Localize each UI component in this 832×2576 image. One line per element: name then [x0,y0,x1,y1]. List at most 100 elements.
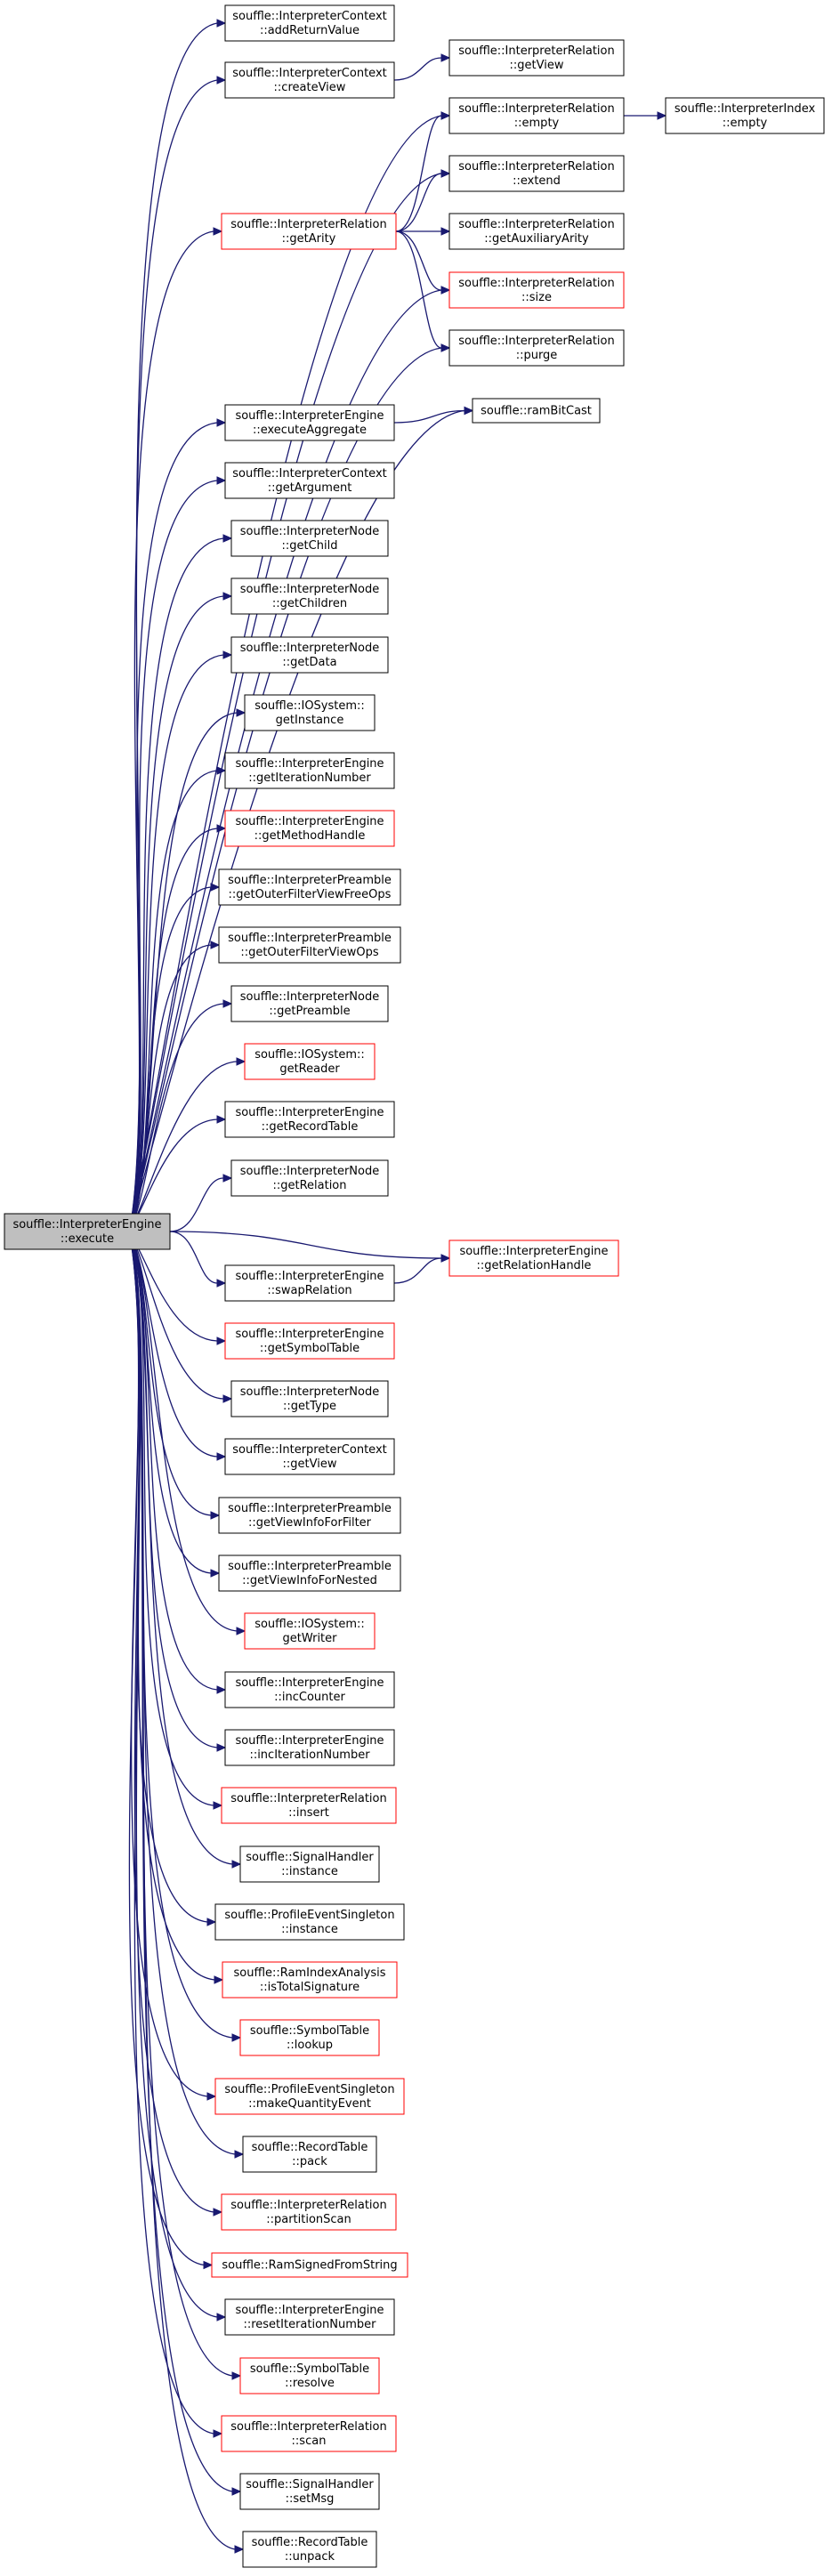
node-eng-get-relation-handle[interactable]: souffle::InterpreterEngine::getRelationH… [448,1240,619,1277]
node-ctx-add-return-value[interactable]: souffle::InterpreterContext::addReturnVa… [224,4,395,42]
node-rel-purge[interactable]: souffle::InterpreterRelation::purge [448,329,625,367]
edge-arrowhead [203,2260,214,2270]
node-ram-bit-cast[interactable]: souffle::ramBitCast [472,398,601,424]
node-prof-instance[interactable]: souffle::ProfileEventSingleton::instance [214,1903,405,1941]
node-label-line: ::lookup [287,2039,333,2052]
node-ctx-get-argument[interactable]: souffle::InterpreterContext::getArgument [224,462,395,499]
node-eng-execute-aggregate[interactable]: souffle::InterpreterEngine::executeAggre… [224,404,395,441]
node-label-line: ::instance [281,1923,338,1936]
edge-arrowhead [216,1336,227,1345]
node-box [230,1380,389,1417]
node-label-line: souffle::InterpreterNode [240,583,379,596]
node-label-line: souffle::InterpreterEngine [235,409,384,423]
node-label-line: souffle::InterpreterContext [232,67,386,80]
node-label-line: ::makeQuantityEvent [248,2097,371,2111]
edge-arrowhead [216,76,227,85]
node-prof-make-quantity-event[interactable]: souffle::ProfileEventSingleton::makeQuan… [214,2078,405,2115]
node-label-line: souffle::SymbolTable [250,2362,369,2376]
node-sig-set-msg[interactable]: souffle::SignalHandler::setMsg [239,2473,380,2510]
node-box [242,2136,377,2173]
node-node-get-relation[interactable]: souffle::InterpreterNode::getRelation [230,1159,389,1197]
node-rel-extend[interactable]: souffle::InterpreterRelation::extend [448,155,625,192]
nodes-layer: souffle::InterpreterEngine::executesouff… [4,4,825,2568]
node-label-line: ::getViewInfoForFilter [248,1516,372,1530]
node-eng-get-iteration-number[interactable]: souffle::InterpreterEngine::getIteration… [224,752,395,789]
edges-layer [128,19,667,2554]
node-rec-unpack[interactable]: souffle::RecordTable::unpack [242,2531,377,2568]
node-label-line: souffle::InterpreterIndex [674,102,816,116]
node-rel-insert[interactable]: souffle::InterpreterRelation::insert [221,1787,397,1824]
node-ctx-get-view[interactable]: souffle::InterpreterContext::getView [224,1438,395,1475]
node-node-get-data[interactable]: souffle::InterpreterNode::getData [230,636,389,674]
edge-arrowhead [216,766,227,775]
node-box [448,97,625,134]
node-rel-get-view[interactable]: souffle::InterpreterRelation::getView [448,39,625,77]
edge-root-to-node-get-relation [169,1177,224,1232]
node-root[interactable]: souffle::InterpreterEngine::execute [4,1213,171,1250]
edge-arrowhead [222,592,233,601]
node-sym-lookup[interactable]: souffle::SymbolTable::lookup [239,2019,380,2056]
node-eng-inc-counter[interactable]: souffle::InterpreterEngine::incCounter [224,1671,395,1708]
node-rel-partition-scan[interactable]: souffle::InterpreterRelation::partitionS… [221,2193,397,2231]
node-label-line: ::getArity [282,232,336,246]
node-ram-signed-from-string[interactable]: souffle::RamSignedFromString [211,2252,408,2278]
node-node-get-preamble[interactable]: souffle::InterpreterNode::getPreamble [230,985,389,1022]
node-box [224,1322,395,1360]
node-box [224,810,395,847]
node-box [221,2193,397,2231]
node-box [218,1554,401,1592]
node-label-line: souffle::InterpreterNode [240,990,379,1004]
edge-arrowhead [216,2313,227,2322]
edge-arrowhead [236,1057,246,1066]
node-label-line: souffle::SignalHandler [246,2478,374,2491]
node-rel-scan[interactable]: souffle::InterpreterRelation::scan [221,2415,397,2452]
node-sym-resolve[interactable]: souffle::SymbolTable::resolve [239,2357,380,2394]
node-rel-size[interactable]: souffle::InterpreterRelation::size [448,271,625,309]
node-node-get-children[interactable]: souffle::InterpreterNode::getChildren [230,577,389,615]
node-pre-get-outer-filter-view-ops[interactable]: souffle::InterpreterPreamble::getOuterFi… [218,926,401,964]
node-io-get-instance[interactable]: souffle::IOSystem::getInstance [244,694,376,731]
node-ctx-create-view[interactable]: souffle::InterpreterContext::createView [224,61,395,99]
node-idx-empty[interactable]: souffle::InterpreterIndex::empty [665,97,825,134]
node-node-get-child[interactable]: souffle::InterpreterNode::getChild [230,520,389,557]
node-label-line: souffle::InterpreterEngine [235,1328,384,1341]
node-label-line: ::getView [510,59,564,72]
node-pre-get-view-info-for-nested[interactable]: souffle::InterpreterPreamble::getViewInf… [218,1554,401,1592]
node-box [230,577,389,615]
edge-arrowhead [222,534,233,543]
edge-eng-swap-relation-to-eng-get-relation-handle [393,1257,442,1284]
node-box [221,1787,397,1824]
node-box [214,2078,405,2115]
node-box [472,398,601,424]
node-io-get-writer[interactable]: souffle::IOSystem::getWriter [244,1612,376,1650]
edge-arrowhead [206,2092,217,2101]
node-rel-empty[interactable]: souffle::InterpreterRelation::empty [448,97,625,134]
node-rel-get-auxiliary-arity[interactable]: souffle::InterpreterRelation::getAuxilia… [448,213,625,250]
node-ria-is-total-signature[interactable]: souffle::RamIndexAnalysis::isTotalSignat… [222,1961,398,1999]
node-eng-get-record-table[interactable]: souffle::InterpreterEngine::getRecordTab… [224,1101,395,1138]
edge-arrowhead [213,227,223,236]
node-eng-swap-relation[interactable]: souffle::InterpreterEngine::swapRelation [224,1264,395,1302]
edge-root-to-ctx-get-argument [129,480,218,1229]
node-eng-inc-iteration-number[interactable]: souffle::InterpreterEngine::incIteration… [224,1729,395,1766]
node-label-line: ::instance [281,1865,338,1878]
node-rel-get-arity[interactable]: souffle::InterpreterRelation::getArity [221,213,397,250]
node-eng-reset-iteration-number[interactable]: souffle::InterpreterEngine::resetIterati… [224,2298,395,2336]
node-pre-get-outer-filter-view-free-ops[interactable]: souffle::InterpreterPreamble::getOuterFi… [218,868,401,906]
node-eng-get-method-handle[interactable]: souffle::InterpreterEngine::getMethodHan… [224,810,395,847]
edge-arrowhead [231,2371,242,2380]
node-pre-get-view-info-for-filter[interactable]: souffle::InterpreterPreamble::getViewInf… [218,1497,401,1534]
node-node-get-type[interactable]: souffle::InterpreterNode::getType [230,1380,389,1417]
node-box [244,1612,376,1650]
node-box [230,985,389,1022]
node-box [4,1213,171,1250]
node-rec-pack[interactable]: souffle::RecordTable::pack [242,2136,377,2173]
edge-arrowhead [236,1627,246,1635]
edge-rel-get-arity-to-rel-extend [395,173,442,232]
node-box [218,1497,401,1534]
node-sig-instance[interactable]: souffle::SignalHandler::instance [239,1845,380,1883]
node-box [224,1438,395,1475]
node-eng-get-symbol-table[interactable]: souffle::InterpreterEngine::getSymbolTab… [224,1322,395,1360]
node-io-get-reader[interactable]: souffle::IOSystem::getReader [244,1043,376,1080]
